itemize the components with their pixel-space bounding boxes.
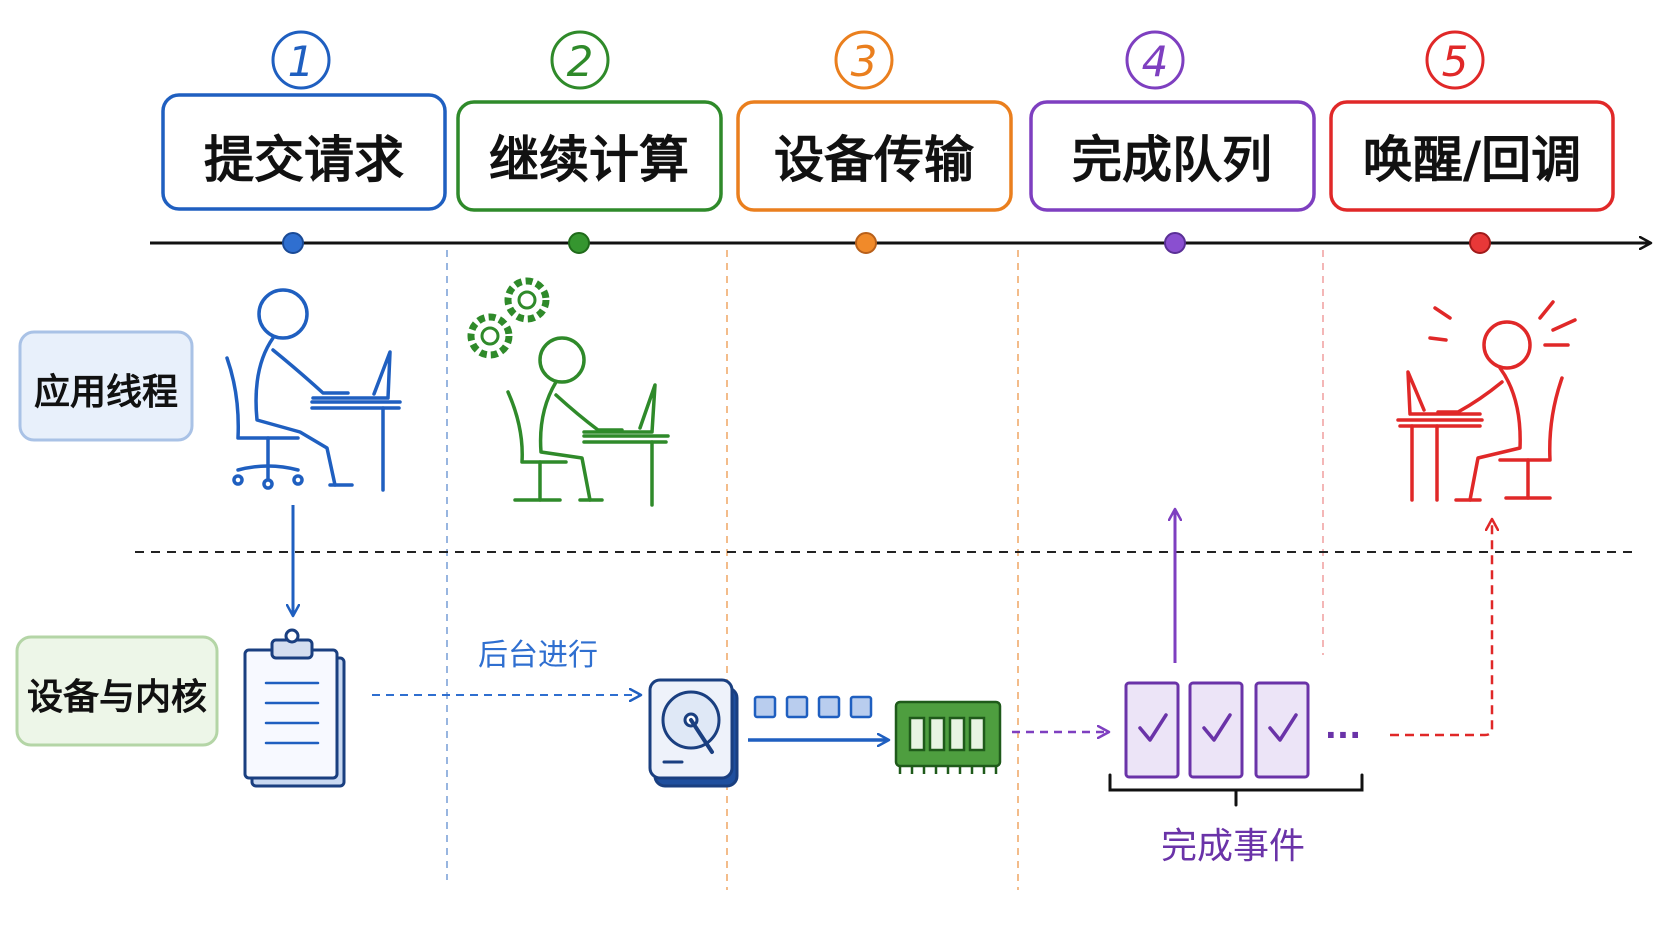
step-1-number: 1 bbox=[288, 37, 315, 86]
step-1-label: 提交请求 bbox=[204, 131, 404, 189]
timeline-marker-1 bbox=[282, 232, 304, 254]
lane-app-label: 应用线程 bbox=[34, 372, 178, 413]
data-packets-icon bbox=[753, 695, 873, 719]
timeline-marker-2 bbox=[568, 232, 590, 254]
step-2-number-circle bbox=[550, 30, 610, 90]
hard-disk-icon bbox=[648, 678, 739, 788]
step-5-box bbox=[1329, 100, 1615, 212]
step-3: 3 设备传输 bbox=[736, 30, 1013, 212]
step-1-number-circle bbox=[271, 30, 331, 90]
person-at-laptop-icon bbox=[225, 288, 402, 492]
lane-app-box bbox=[18, 330, 194, 442]
step-5-label: 唤醒/回调 bbox=[1363, 131, 1581, 189]
step-1: 1 提交请求 bbox=[161, 30, 447, 211]
completed-event-icon bbox=[1254, 681, 1310, 779]
step-4-box bbox=[1029, 100, 1316, 212]
step-3-label: 设备传输 bbox=[774, 131, 975, 189]
memory-module-icon bbox=[894, 700, 1002, 774]
step-4-label: 完成队列 bbox=[1072, 131, 1272, 189]
gears-icon bbox=[467, 277, 550, 359]
completed-event-icon bbox=[1188, 681, 1244, 779]
lane-kernel-label: 设备与内核 bbox=[27, 677, 207, 718]
step-2: 2 继续计算 bbox=[456, 30, 723, 212]
timeline-marker-3 bbox=[855, 232, 877, 254]
step-4-number: 4 bbox=[1142, 37, 1169, 86]
step-5: 5 唤醒/回调 bbox=[1329, 30, 1615, 212]
lane-kernel-box bbox=[15, 635, 219, 747]
timeline-marker-4 bbox=[1164, 232, 1186, 254]
lane-kernel: 设备与内核 bbox=[15, 635, 219, 747]
step-3-number: 3 bbox=[851, 37, 878, 86]
timeline-marker-5 bbox=[1469, 232, 1491, 254]
clipboard-icon bbox=[243, 628, 346, 788]
background-label: 后台进行 bbox=[478, 638, 598, 673]
step-4: 4 完成队列 bbox=[1029, 30, 1316, 212]
completion-events-label: 完成事件 bbox=[1161, 826, 1305, 867]
step-5-number: 5 bbox=[1442, 37, 1469, 86]
completion-events: ... 完成事件 bbox=[1108, 681, 1364, 867]
timeline-markers bbox=[282, 232, 1491, 254]
step-2-box bbox=[456, 100, 723, 212]
step-2-number: 2 bbox=[567, 37, 594, 86]
more-events-ellipsis: ... bbox=[1325, 708, 1361, 746]
completed-event-icon bbox=[1124, 681, 1180, 779]
step-1-box bbox=[161, 93, 447, 211]
wakeup-arrow bbox=[1390, 520, 1492, 737]
step-5-number-circle bbox=[1425, 30, 1485, 90]
step-3-box bbox=[736, 100, 1013, 212]
step-3-number-circle bbox=[834, 30, 894, 90]
step-2-label: 继续计算 bbox=[489, 131, 689, 189]
alerted-person-icon bbox=[1396, 300, 1577, 502]
events-brace bbox=[1108, 773, 1364, 807]
person-computing-icon bbox=[506, 336, 670, 507]
lane-app: 应用线程 bbox=[18, 330, 194, 442]
step-4-number-circle bbox=[1125, 30, 1185, 90]
